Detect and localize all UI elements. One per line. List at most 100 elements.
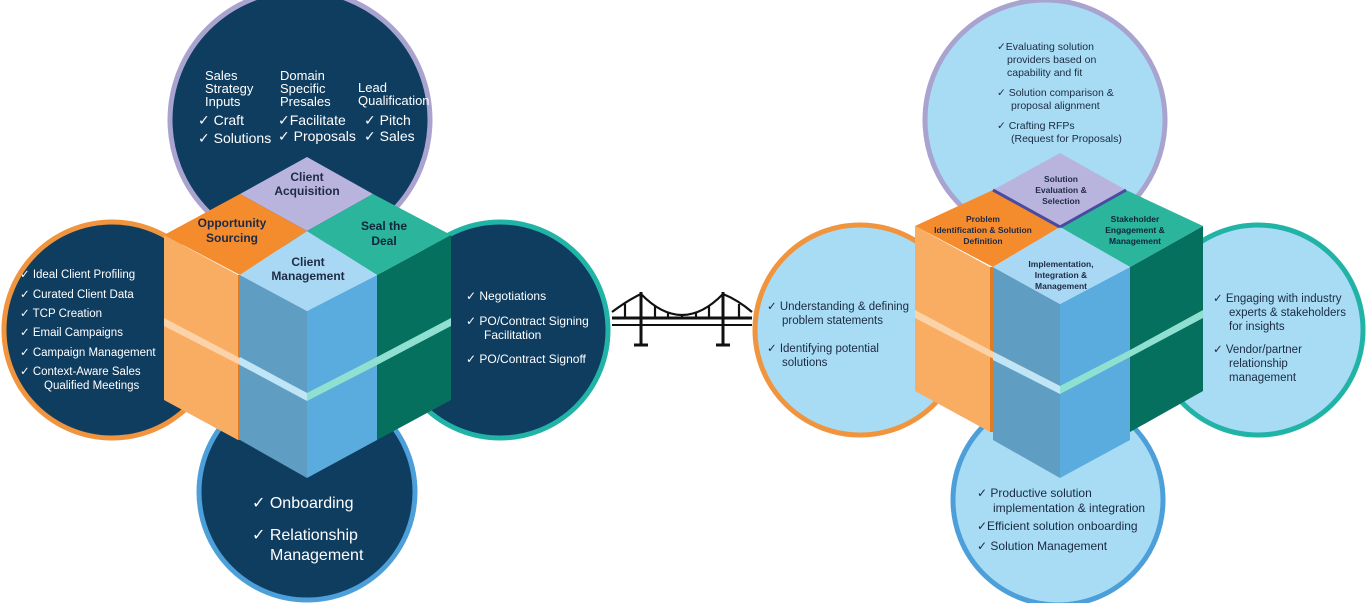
right-top-circle-text: ✓Evaluating solution providers based on … bbox=[997, 41, 1122, 145]
left-top-blue-face bbox=[240, 231, 377, 311]
right-top-item-cont: capability and fit bbox=[1007, 67, 1082, 79]
right-top-item: ✓Evaluating solution bbox=[997, 41, 1094, 53]
right-cube-edge bbox=[992, 188, 1061, 229]
right-right-item-cont: for insights bbox=[1229, 321, 1285, 333]
right-cube-labels: Solution Evaluation & Selection Problem … bbox=[934, 174, 1165, 291]
left-top-col2-line: Presales bbox=[280, 94, 331, 109]
right-left-item: ✓ Understanding & defining bbox=[767, 301, 909, 313]
left-top-check: ✓ Sales bbox=[364, 128, 415, 144]
right-orange-right-face bbox=[990, 267, 993, 432]
left-left-item: ✓ Context-Aware Sales bbox=[20, 366, 141, 378]
right-cube-right-label: Stakeholder bbox=[1111, 214, 1160, 224]
right-cube-center-label: Implementation, bbox=[1028, 259, 1093, 269]
left-left-item: ✓ TCP Creation bbox=[20, 308, 102, 320]
left-top-circle-text: Sales Strategy Inputs Domain Specific Pr… bbox=[198, 68, 430, 146]
left-top-check: ✓Facilitate bbox=[278, 112, 346, 128]
left-left-item-cont: Qualified Meetings bbox=[44, 380, 139, 392]
right-teal-right-face bbox=[1130, 226, 1203, 432]
left-right-item-cont: Facilitation bbox=[484, 328, 541, 342]
right-top-item-cont: (Request for Proposals) bbox=[1011, 133, 1122, 145]
left-cube-center-label: Client bbox=[291, 255, 324, 269]
right-bottom-item: ✓ Productive solution bbox=[977, 486, 1092, 500]
right-right-circle-text: ✓ Engaging with industry experts & stake… bbox=[1213, 293, 1346, 384]
left-top-orange-face bbox=[164, 194, 307, 275]
left-top-check: ✓ Proposals bbox=[278, 128, 356, 144]
left-right-circle-text: ✓ Negotiations ✓ PO/Contract Signing Fac… bbox=[466, 289, 589, 366]
right-cube-center-label: Integration & bbox=[1035, 270, 1087, 280]
right-cube-left-label: Identification & Solution bbox=[934, 225, 1032, 235]
left-cube-top-label: Acquisition bbox=[274, 184, 339, 198]
right-bottom-item: ✓Efficient solution onboarding bbox=[977, 519, 1138, 533]
right-cube-left-label: Problem bbox=[966, 214, 1000, 224]
right-right-item-cont: relationship bbox=[1229, 358, 1288, 370]
left-right-item: ✓ PO/Contract Signing bbox=[466, 314, 589, 328]
left-cube-right-label: Seal the bbox=[361, 219, 407, 233]
right-cube-center-label: Management bbox=[1035, 281, 1087, 291]
right-top-teal-face bbox=[1060, 190, 1203, 267]
right-cube: Solution Evaluation & Selection Problem … bbox=[915, 153, 1203, 478]
left-cube-left-label: Opportunity bbox=[198, 216, 267, 230]
right-band-blue bbox=[993, 352, 1060, 394]
right-top-orange-face bbox=[915, 190, 1060, 267]
right-diagram: ✓Evaluating solution providers based on … bbox=[752, 0, 1366, 603]
left-cube-left-label: Sourcing bbox=[206, 231, 258, 245]
left-cube-top-label: Client bbox=[290, 170, 323, 184]
right-cube-right-label: Management bbox=[1109, 236, 1161, 246]
right-top-item: ✓ Solution comparison & bbox=[997, 87, 1114, 99]
left-top-col2-line: Specific bbox=[280, 81, 326, 96]
right-bottom-item-cont: implementation & integration bbox=[993, 501, 1145, 515]
left-right-item: ✓ Negotiations bbox=[466, 289, 546, 303]
right-bottom-circle-text: ✓ Productive solution implementation & i… bbox=[977, 486, 1145, 553]
left-bottom-item: ✓ Onboarding bbox=[252, 495, 353, 512]
left-top-col1-line: Sales bbox=[205, 68, 238, 83]
right-top-item-cont: proposal alignment bbox=[1011, 100, 1100, 112]
right-band-right bbox=[1060, 310, 1203, 394]
left-left-item: ✓ Campaign Management bbox=[20, 347, 156, 359]
right-top-blue-face bbox=[993, 227, 1130, 304]
left-left-item: ✓ Ideal Client Profiling bbox=[20, 269, 135, 281]
left-top-col2-line: Domain bbox=[280, 68, 325, 83]
left-top-col1-line: Inputs bbox=[205, 94, 241, 109]
right-left-item-cont: problem statements bbox=[782, 315, 883, 327]
left-top-lavender-face bbox=[240, 157, 373, 231]
right-left-circle-text: ✓ Understanding & defining problem state… bbox=[767, 301, 909, 369]
right-cube-left-label: Definition bbox=[963, 236, 1002, 246]
left-bottom-item-cont: Management bbox=[270, 547, 364, 564]
right-right-item: ✓ Engaging with industry bbox=[1213, 293, 1342, 305]
left-band-blue bbox=[240, 357, 307, 401]
left-bottom-circle-text: ✓ Onboarding ✓ Relationship Management bbox=[252, 495, 364, 564]
left-left-item: ✓ Email Campaigns bbox=[20, 327, 123, 339]
right-top-item: ✓ Crafting RFPs bbox=[997, 120, 1075, 132]
left-orange-right-face bbox=[238, 275, 240, 440]
left-top-check: ✓ Solutions bbox=[198, 130, 271, 146]
left-left-item: ✓ Curated Client Data bbox=[20, 289, 134, 301]
left-top-col1-line: Strategy bbox=[205, 81, 254, 96]
left-top-col3-line: Qualification bbox=[358, 93, 430, 108]
right-cube-top-label: Evaluation & bbox=[1035, 185, 1086, 195]
right-cube-edge bbox=[1059, 188, 1127, 229]
bridge-icon bbox=[611, 292, 753, 347]
right-right-item-cont: management bbox=[1229, 372, 1297, 384]
right-orange-left-face bbox=[915, 226, 990, 432]
left-diagram: Sales Strategy Inputs Domain Specific Pr… bbox=[1, 0, 611, 603]
right-cube-top-label: Solution bbox=[1044, 174, 1078, 184]
left-bottom-item: ✓ Relationship bbox=[252, 527, 358, 544]
left-cube-center-label: Management bbox=[271, 269, 344, 283]
left-top-check: ✓ Craft bbox=[198, 112, 244, 128]
left-cube-right-label: Deal bbox=[371, 234, 396, 248]
left-top-col3-line: Lead bbox=[358, 80, 387, 95]
right-left-item: ✓ Identifying potential bbox=[767, 343, 879, 355]
left-left-circle-text: ✓ Ideal Client Profiling ✓ Curated Clien… bbox=[20, 269, 156, 392]
left-top-check: ✓ Pitch bbox=[364, 112, 411, 128]
right-cube-right-label: Engagement & bbox=[1105, 225, 1165, 235]
left-cube-labels: Client Acquisition Opportunity Sourcing … bbox=[198, 170, 408, 283]
right-left-item-cont: solutions bbox=[782, 357, 828, 369]
right-bottom-item: ✓ Solution Management bbox=[977, 539, 1108, 553]
left-top-teal-face bbox=[307, 194, 451, 275]
right-top-item-cont: providers based on bbox=[1007, 54, 1096, 66]
left-cube: Client Acquisition Opportunity Sourcing … bbox=[164, 157, 451, 478]
left-band-right bbox=[307, 318, 451, 401]
right-cube-top-label: Selection bbox=[1042, 196, 1080, 206]
